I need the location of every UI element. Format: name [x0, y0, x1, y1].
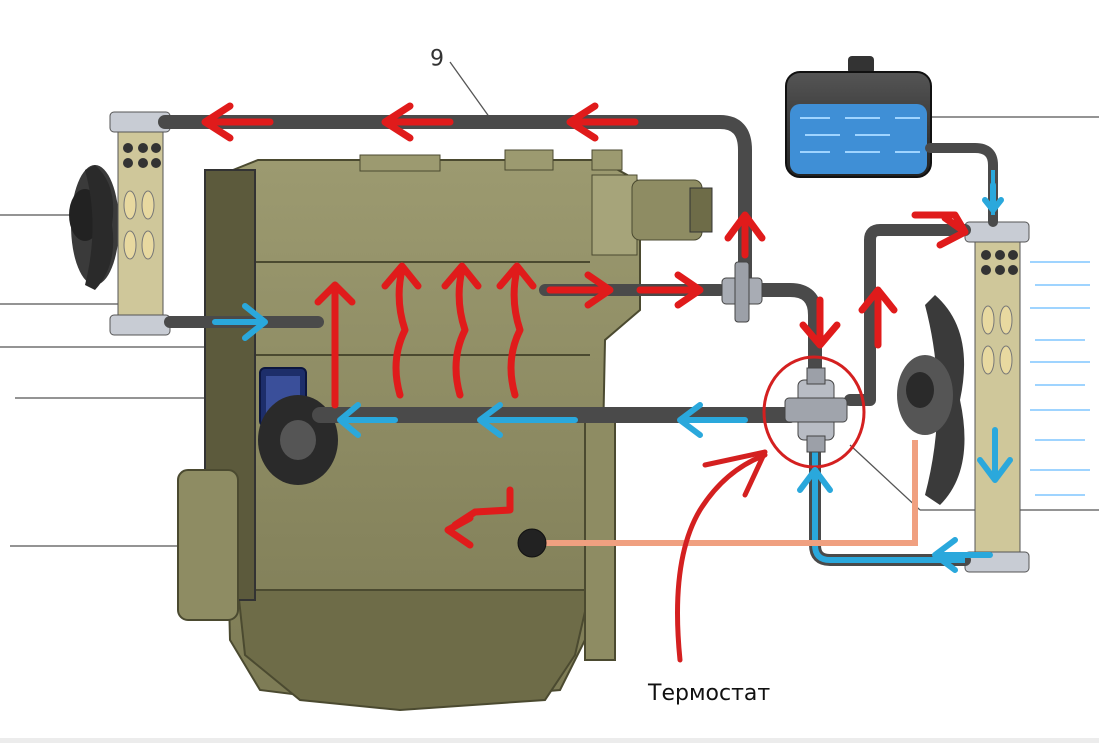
- thermostat-pointer-arrow: [675, 449, 768, 663]
- thermostat-icon: [784, 367, 848, 453]
- expansion-tank-icon: [785, 56, 932, 178]
- air-flow: [1030, 261, 1090, 496]
- bottom-strip: [0, 738, 1099, 743]
- fan-icon: [69, 165, 119, 290]
- hot-flow-arrows: [201, 102, 969, 549]
- engine-block: [177, 149, 713, 712]
- thermostat-label: Термостат: [647, 681, 770, 706]
- radiator-icon: [109, 111, 171, 336]
- radiator-icon: [964, 221, 1030, 573]
- fan-icon: [897, 295, 965, 505]
- part-number-label: 6: [430, 43, 444, 68]
- warm-coolant-line: [540, 440, 918, 546]
- cold-flow-arrows: [212, 182, 1013, 573]
- thermostat-highlight: [762, 355, 866, 469]
- temperature-sensor: [517, 528, 547, 558]
- tee-fitting: [721, 261, 763, 323]
